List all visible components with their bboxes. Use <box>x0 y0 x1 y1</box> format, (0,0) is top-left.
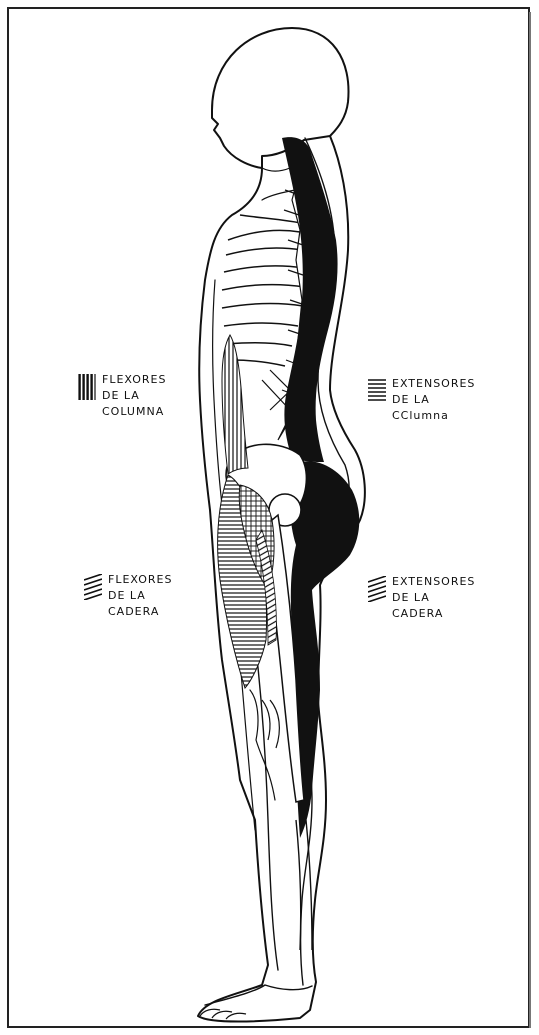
diagonal-stripes-swatch <box>84 574 102 600</box>
rib-cage <box>222 215 305 366</box>
legend-spine-extensors-line2: DE LA <box>392 392 475 408</box>
legend-hip-flexors-line2: DE LA <box>108 588 172 604</box>
legend-hip-flexors-line3: CADERA <box>108 604 172 620</box>
spine-flexors-muscle <box>222 335 248 474</box>
legend-spine-flexors: FLEXORES DE LA COLUMNA <box>78 372 166 420</box>
legend-hip-extensors-line3: CADERA <box>392 606 475 622</box>
horizontal-stripes-swatch <box>368 378 386 404</box>
legend-hip-extensors-line1: EXTENSORES <box>392 574 475 590</box>
legend-spine-extensors-line1: EXTENSORES <box>392 376 475 392</box>
legend-hip-extensors: EXTENSORES DE LA CADERA <box>368 574 475 622</box>
legend-hip-extensors-line2: DE LA <box>392 590 475 606</box>
legend-spine-extensors-line3: CClumna <box>392 408 475 424</box>
legend-spine-flexors-line1: FLEXORES <box>102 372 166 388</box>
legend-hip-flexors: FLEXORES DE LA CADERA <box>84 572 172 620</box>
foot-toes <box>200 1009 246 1019</box>
legend-hip-flexors-line1: FLEXORES <box>108 572 172 588</box>
legend-spine-extensors: EXTENSORES DE LA CClumna <box>368 376 475 424</box>
legend-spine-flexors-line2: DE LA <box>102 388 166 404</box>
legend-spine-flexors-line3: COLUMNA <box>102 404 166 420</box>
diagonal-stripes-swatch-2 <box>368 576 386 602</box>
vertical-stripes-swatch <box>78 374 96 400</box>
